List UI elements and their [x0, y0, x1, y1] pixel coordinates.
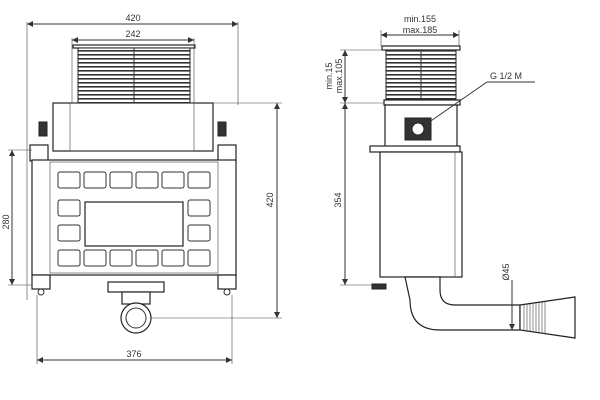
front-view: 420 242 280 420 376	[1, 13, 282, 364]
dim-label-offset-max: max.105	[334, 59, 344, 94]
tank-rib-cell	[187, 199, 211, 217]
tank-rib-cell	[161, 171, 185, 189]
dim-label-280: 280	[1, 214, 11, 229]
dim-label-376: 376	[126, 349, 141, 359]
dim-label-diameter: Ø45	[501, 263, 511, 280]
pipe-cone	[519, 296, 576, 339]
cone-ribs	[523, 301, 546, 334]
tank-rib-cell	[187, 249, 211, 267]
drain-flange	[107, 281, 165, 293]
right-clamp	[217, 144, 237, 162]
tank-rib-cell	[135, 171, 159, 189]
side-foot	[371, 283, 387, 290]
housing-inner	[69, 102, 195, 152]
tank-rib-cell	[57, 249, 81, 267]
connection-label: G 1/2 M	[490, 71, 522, 81]
tank-ribs	[57, 171, 211, 267]
left-bracket	[38, 121, 48, 137]
right-foot	[217, 274, 237, 290]
dim-label-depth-min: min.155	[404, 14, 436, 24]
left-clamp	[29, 144, 49, 162]
tank-inner	[49, 161, 219, 274]
center-panel	[84, 201, 184, 247]
dim-label-242: 242	[125, 29, 140, 39]
side-grille-rim	[381, 45, 461, 51]
left-foot	[31, 274, 51, 290]
tank-rib-cell	[57, 224, 81, 242]
tank-rib-cell	[187, 171, 211, 189]
tank-rib-cell	[109, 249, 133, 267]
dim-label-354: 354	[333, 192, 343, 207]
tank-rib-cell	[109, 171, 133, 189]
side-tank	[379, 151, 463, 278]
tank-rib-cell	[57, 171, 81, 189]
dim-label-depth-max: max.185	[403, 25, 438, 35]
side-bracket	[369, 145, 461, 153]
tank-rib-cell	[57, 199, 81, 217]
tank-rib-cell	[83, 249, 107, 267]
upper-housing	[52, 102, 214, 152]
drain-elbow-pipe	[404, 276, 521, 331]
tank-rib-cell	[161, 249, 185, 267]
right-bracket	[217, 121, 227, 137]
dim-label-420-vertical: 420	[265, 192, 275, 207]
dim-label-420: 420	[125, 13, 140, 23]
connection-leader	[424, 81, 488, 126]
side-view: min.155 max.185 min.15 max.105 354 G 1/2…	[324, 14, 576, 339]
tank-rib-cell	[83, 171, 107, 189]
tank-rib-cell	[187, 224, 211, 242]
dim-label-offset-min: min.15	[324, 62, 334, 89]
tank-rib-cell	[135, 249, 159, 267]
drain-neck	[121, 291, 151, 305]
